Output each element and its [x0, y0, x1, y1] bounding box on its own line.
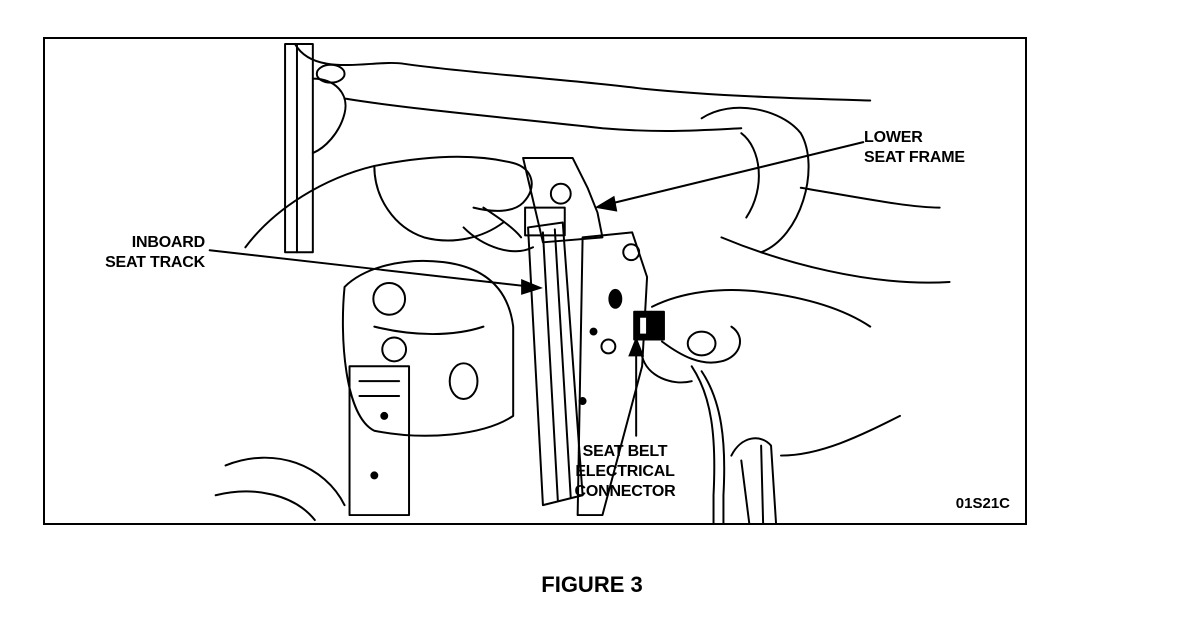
lower-assembly: [341, 259, 515, 437]
left-hand: [244, 155, 533, 249]
seat-side-bolster: [700, 106, 810, 254]
right-hand: [651, 289, 872, 328]
track-plate: [576, 231, 649, 517]
inboard-seat-track-label: INBOARD SEAT TRACK: [105, 234, 205, 271]
seat-belt-connector-label: SEAT BELT ELECTRICAL CONNECTOR: [574, 443, 676, 500]
lower-seat-frame-label: LOWER SEAT FRAME: [864, 129, 965, 166]
figure-frame: LOWER SEAT FRAME INBOARD SEAT TRACK SEAT…: [43, 37, 1027, 525]
seat-cushion-lower-edge: [343, 97, 743, 132]
figure-code: 01S21C: [955, 495, 1010, 512]
connector-wire: [690, 365, 716, 523]
seat-cushion-outline: [293, 42, 872, 102]
seat-right-edge: [799, 186, 941, 209]
figure-caption: FIGURE 3: [541, 572, 643, 597]
inboard-seat-track-leader: [208, 249, 535, 288]
lower-seat-frame-leader: [601, 141, 865, 207]
seat-back-rail: [284, 42, 314, 254]
inboard-seat-track: [527, 221, 584, 507]
seat-illustration: [208, 42, 951, 523]
